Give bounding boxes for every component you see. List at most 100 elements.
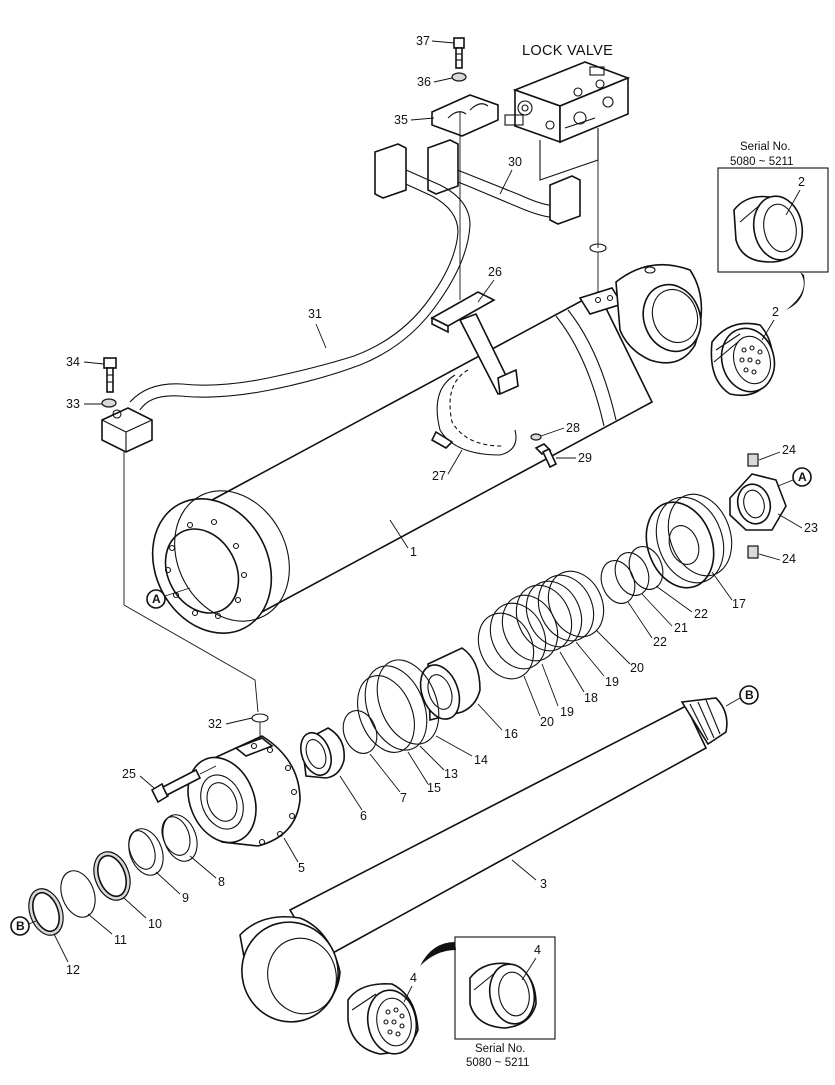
bushing-6: [300, 727, 345, 779]
lock-valve-title: LOCK VALVE: [522, 43, 613, 59]
label-1: 1: [410, 545, 417, 559]
label-19a: 19: [605, 675, 619, 689]
bushing-4: [347, 983, 419, 1055]
label-9: 9: [182, 891, 189, 905]
svg-text:A: A: [798, 470, 807, 484]
washer-36: [451, 72, 467, 82]
lock-valve: [504, 61, 631, 144]
band-27: [430, 369, 517, 456]
clamp-26: [430, 291, 519, 396]
label-30: 30: [508, 155, 522, 169]
ring-7: [342, 710, 378, 754]
label-28: 28: [566, 421, 580, 435]
label-11: 11: [114, 933, 127, 947]
bolt-37: [453, 37, 465, 69]
label-20b: 20: [540, 715, 554, 729]
label-8: 8: [218, 875, 225, 889]
label-21: 21: [674, 621, 688, 635]
gland-5: [187, 735, 301, 847]
inset-top-arrow: [786, 272, 805, 310]
label-32: 32: [208, 717, 222, 731]
pipe-30: [427, 139, 581, 225]
label-20a: 20: [630, 661, 644, 675]
label-17: 17: [732, 597, 746, 611]
ring-11: [60, 870, 96, 918]
ring-15: [357, 675, 415, 753]
pipe-31: [101, 143, 471, 453]
ring-21: [614, 552, 650, 596]
inset-bottom-frame: [454, 936, 556, 1040]
label-3: 3: [540, 877, 547, 891]
inset-bottom-serial-label: Serial No.: [475, 1043, 526, 1055]
label-24b: 24: [782, 552, 796, 566]
label-10: 10: [148, 917, 162, 931]
ref-a-nut: A: [777, 467, 812, 487]
bolt-25: [150, 768, 202, 804]
label-34: 34: [66, 355, 80, 369]
inset-top-part-number: 2: [798, 175, 805, 189]
ring-9: [128, 828, 164, 876]
ref-b-rod: B: [725, 685, 759, 707]
label-15: 15: [427, 781, 441, 795]
label-23: 23: [804, 521, 818, 535]
label-13: 13: [444, 767, 458, 781]
ring-20a: [547, 570, 605, 638]
label-24a: 24: [782, 443, 796, 457]
ring-22a: [628, 546, 664, 590]
ring-19a: [525, 580, 583, 648]
label-7: 7: [400, 791, 407, 805]
ring-22b: [600, 560, 636, 604]
piston-rod-3: [239, 697, 728, 1023]
piston-17: [645, 493, 733, 589]
bushing-2: [710, 322, 776, 397]
nut-23: [729, 473, 787, 531]
label-6: 6: [360, 809, 367, 823]
svg-text:A: A: [152, 592, 161, 606]
label-2: 2: [772, 305, 779, 319]
inset-top-serial-range: 5080 ~ 5211: [730, 156, 793, 168]
label-12: 12: [66, 963, 80, 977]
callouts: 37 36 35 30 31 26 34 33 2 28 29 27 24 23…: [53, 34, 818, 1003]
ref-a-tube: A: [146, 587, 191, 609]
cylinder-clevis-end: [615, 263, 703, 364]
cushion-16: [419, 647, 481, 722]
ring-19b: [501, 594, 559, 662]
inset-top-frame: [717, 167, 829, 273]
label-33: 33: [66, 397, 80, 411]
inset-top-serial-label: Serial No.: [740, 141, 791, 153]
label-22a: 22: [694, 607, 708, 621]
label-37: 37: [416, 34, 430, 48]
ring-18: [515, 584, 573, 652]
clamp-35: [431, 94, 499, 137]
cylinder-tube-1: [151, 287, 654, 634]
inset-bottom-arrow: [420, 942, 456, 966]
inset-bottom-part-number: 4: [534, 943, 541, 957]
label-26: 26: [488, 265, 502, 279]
label-27: 27: [432, 469, 446, 483]
bolt-34: [103, 357, 117, 393]
label-14: 14: [474, 753, 488, 767]
label-4: 4: [410, 971, 417, 985]
label-31: 31: [308, 307, 322, 321]
set-screw-24-top: [747, 453, 759, 467]
washer-33: [101, 398, 117, 408]
label-35: 35: [394, 113, 408, 127]
label-22b: 22: [653, 635, 667, 649]
ring-20b: [477, 612, 535, 680]
ref-b-ring: B: [10, 916, 37, 936]
label-5: 5: [298, 861, 305, 875]
label-36: 36: [417, 75, 431, 89]
label-16: 16: [504, 727, 518, 741]
set-screw-24-bottom: [747, 545, 759, 559]
svg-text:B: B: [16, 919, 25, 933]
label-25: 25: [122, 767, 136, 781]
label-19b: 19: [560, 705, 574, 719]
ring-14: [376, 659, 440, 745]
label-29: 29: [578, 451, 592, 465]
inset-bottom: 4 Serial No. 5080 ~ 5211: [420, 936, 556, 1069]
label-18: 18: [584, 691, 598, 705]
washer-28: [530, 433, 542, 441]
bolt-29: [534, 443, 558, 469]
